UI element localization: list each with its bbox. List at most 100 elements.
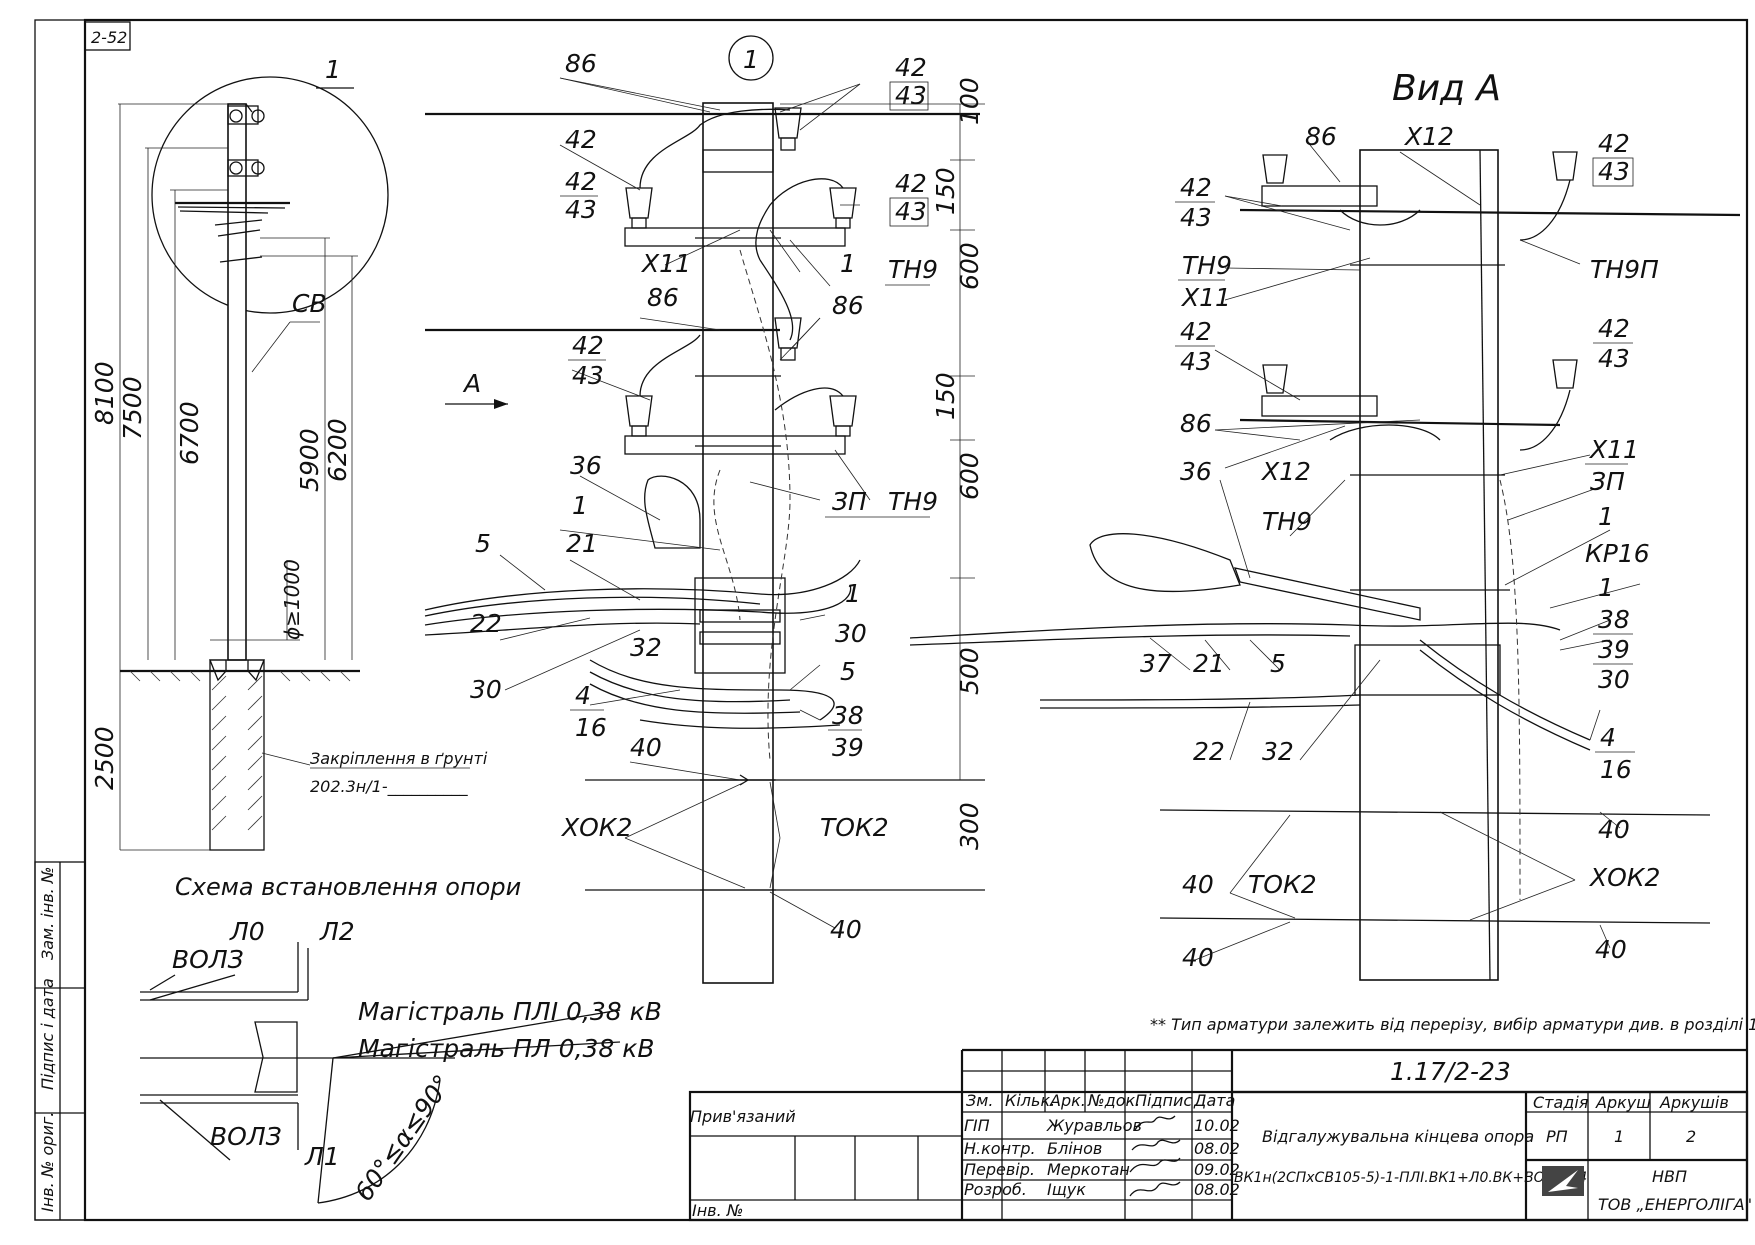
- c-lbl-43-b: 43: [895, 197, 927, 226]
- dim-diameter: ϕ≥1000: [280, 559, 304, 640]
- c-lbl-43-top: 43: [895, 81, 927, 110]
- scheme-mag-pl: Магістраль ПЛ 0,38 кВ: [358, 1034, 655, 1063]
- tb-stage-header: Стадія: [1533, 1093, 1589, 1112]
- tb-name-perevir: Меркотан: [1047, 1160, 1130, 1179]
- privyazanyi: Прив'язаний: [690, 1107, 796, 1126]
- tb-description-1: Відгалужувальна кінцева опора: [1262, 1127, 1534, 1146]
- a-lbl-22: 22: [1193, 737, 1225, 766]
- a-lbl-40-d: 40: [1595, 935, 1627, 964]
- inv-number: Інв. №: [692, 1201, 743, 1220]
- armature-note: ** Тип арматури залежить від перерізу, в…: [1150, 1015, 1755, 1034]
- side-stamp-replace-inv: Зам. інв. №: [38, 867, 57, 960]
- a-lbl-39: 39: [1598, 635, 1630, 664]
- dim-8100: 8100: [90, 361, 119, 425]
- tb-org-1: НВП: [1652, 1167, 1687, 1186]
- c-lbl-xok2: ХОК2: [560, 813, 632, 842]
- a-lbl-4: 4: [1600, 723, 1616, 752]
- tb-h-data: Дата: [1193, 1091, 1235, 1110]
- c-lbl-21: 21: [566, 529, 598, 558]
- dim-600-a: 600: [955, 242, 984, 290]
- c-lbl-30-a: 30: [470, 675, 502, 704]
- dim-6200: 6200: [323, 418, 352, 482]
- tb-sheet: 1: [1614, 1127, 1624, 1146]
- tb-h-kilk: Кільк.: [1005, 1091, 1055, 1110]
- a-lbl-43-c: 43: [1180, 347, 1212, 376]
- c-lbl-40-b: 40: [830, 915, 862, 944]
- tb-sheet-header: Аркуш: [1595, 1093, 1651, 1112]
- c-lbl-36: 36: [570, 451, 602, 480]
- view-a-crossarm-upper: [1261, 185, 1378, 207]
- scheme-vol3-a: ВОЛЗ: [172, 945, 244, 974]
- c-lbl-1-b: 1: [572, 491, 588, 520]
- a-lbl-43-b: 43: [1598, 157, 1630, 186]
- view-a-pole: [1359, 149, 1499, 981]
- pole-label-sv: СВ: [292, 289, 327, 318]
- tb-name-gip: Журавльов: [1046, 1116, 1142, 1135]
- tb-role-perevir: Перевір.: [964, 1160, 1035, 1179]
- sheet-code-box: [84, 21, 131, 51]
- a-lbl-40-a: 40: [1598, 815, 1630, 844]
- scheme-vol3-b: ВОЛЗ: [210, 1122, 282, 1151]
- scheme-title: Схема встановлення опори: [175, 873, 521, 901]
- c-lbl-32: 32: [630, 633, 662, 662]
- c-lbl-5-a: 5: [475, 529, 491, 558]
- drawing-number: 1.17/2-23: [1390, 1057, 1511, 1086]
- c-lbl-1-c: 1: [845, 579, 861, 608]
- c-lbl-16: 16: [575, 713, 607, 742]
- tb-description-2: ВК1н(2СПхСВ105-5)-1-ПЛІ.ВК1+Л0.ВК+ВОЛЗ.А…: [1234, 1170, 1587, 1186]
- a-lbl-x11-a: Х11: [1180, 283, 1231, 312]
- dim-6700: 6700: [175, 401, 204, 465]
- a-lbl-86-b: 86: [1180, 409, 1212, 438]
- title-block: 1.17/2-23 Прив'язаний Інв. № Зм. Кільк. …: [688, 1048, 1752, 1222]
- c-lbl-30-b: 30: [835, 619, 867, 648]
- a-lbl-tok2: ТОК2: [1248, 870, 1317, 899]
- tb-name-rozrob: Іщук: [1047, 1180, 1086, 1199]
- c-lbl-43-a: 43: [565, 195, 597, 224]
- a-lbl-1-a: 1: [1598, 502, 1614, 531]
- a-lbl-kr16: КР16: [1585, 539, 1650, 568]
- a-lbl-86-a: 86: [1305, 122, 1337, 151]
- c-lbl-th9-b: ТН9: [888, 487, 938, 516]
- a-lbl-th9p: ТН9П: [1590, 255, 1659, 284]
- a-lbl-5: 5: [1270, 649, 1286, 678]
- left-pole: [227, 103, 247, 661]
- a-lbl-30: 30: [1598, 665, 1630, 694]
- dim-500: 500: [955, 647, 984, 695]
- c-box-43-top: [889, 81, 929, 111]
- dim-5900: 5900: [295, 428, 324, 492]
- a-lbl-16: 16: [1600, 755, 1632, 784]
- view-a-crossarm-lower: [1261, 395, 1378, 417]
- a-lbl-zp: ЗП: [1590, 467, 1625, 496]
- scheme-mag-pli: Магістраль ПЛІ 0,38 кВ: [358, 997, 662, 1026]
- c-lbl-1-a: 1: [840, 249, 856, 278]
- tb-sheets: 2: [1686, 1127, 1696, 1146]
- view-a-lamp: [1089, 533, 1241, 593]
- c-lbl-42-top: 42: [895, 53, 927, 82]
- c-lbl-42-a: 42: [565, 167, 597, 196]
- scheme-angle: 60°≤α≤90°: [349, 1069, 457, 1206]
- c-lbl-5-b: 5: [840, 657, 856, 686]
- a-lbl-x11-b: Х11: [1588, 435, 1639, 464]
- tb-org-2: ТОВ „ЕНЕРГОЛІГА": [1598, 1195, 1752, 1214]
- side-stamp: Інв. № ориг. Підпис і дата Зам. інв. №: [34, 861, 86, 1221]
- tb-name-nkontr: Блінов: [1047, 1139, 1102, 1158]
- a-lbl-42-a: 42: [1180, 173, 1212, 202]
- dim-150-a: 150: [931, 167, 960, 215]
- c-lbl-42-b: 42: [895, 169, 927, 198]
- detail-callout: 1: [325, 55, 341, 84]
- a-lbl-40-b: 40: [1182, 870, 1214, 899]
- c-lbl-x11: Х11: [640, 249, 691, 278]
- dim-150-b: 150: [931, 372, 960, 420]
- a-lbl-th9-b: ТН9: [1262, 507, 1312, 536]
- soil-note-2: 202.3н/1-__________: [310, 777, 469, 797]
- a-lbl-x12-b: Х12: [1260, 457, 1311, 486]
- tb-h-ndok: №док.: [1087, 1091, 1140, 1110]
- a-lbl-42-b: 42: [1598, 129, 1630, 158]
- tb-date-perevir: 09.02: [1194, 1160, 1240, 1179]
- a-lbl-42-c: 42: [1180, 317, 1212, 346]
- a-lbl-32: 32: [1262, 737, 1294, 766]
- a-lbl-40-c: 40: [1182, 943, 1214, 972]
- a-lbl-37: 37: [1140, 649, 1172, 678]
